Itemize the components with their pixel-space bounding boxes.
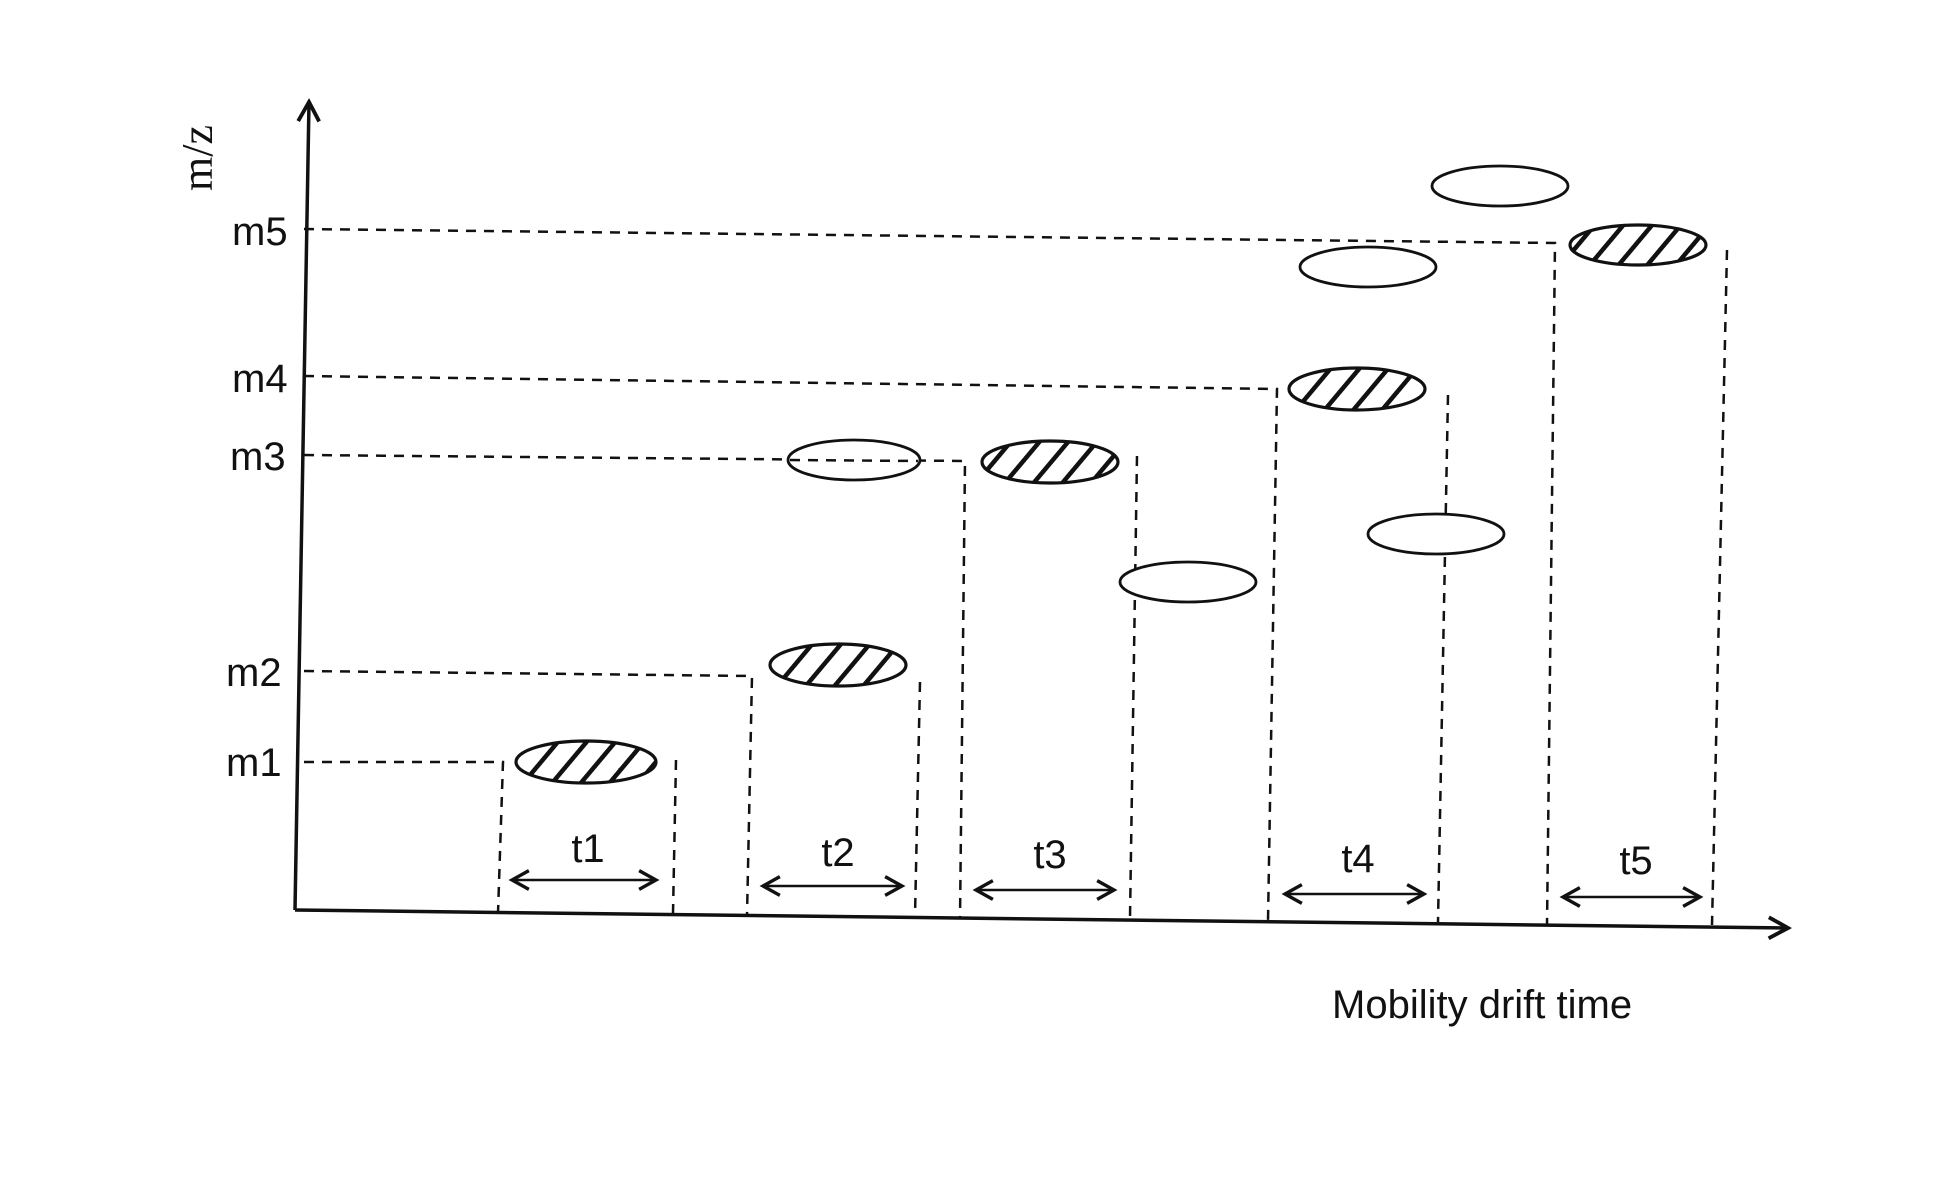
y-axis <box>295 102 309 910</box>
window-arrows <box>512 880 1700 897</box>
window-label-t5: t5 <box>1619 839 1652 883</box>
window-edge-t3 <box>1130 456 1137 918</box>
mz-label-m1: m1 <box>226 741 282 785</box>
ion-selected-m3 <box>982 441 1118 483</box>
ion-other-4 <box>1120 562 1256 602</box>
window-label-t4: t4 <box>1341 837 1374 881</box>
mz-label-m2: m2 <box>226 651 282 695</box>
x-axis <box>295 910 1788 928</box>
guide-m5 <box>304 229 1555 925</box>
mz-label-m5: m5 <box>232 210 288 254</box>
ion-selected-m4 <box>1289 368 1425 410</box>
mz-guide-lines <box>304 229 1555 925</box>
ion-other-5 <box>1368 514 1504 554</box>
ion-selected-m1 <box>516 741 656 783</box>
guide-m3 <box>304 455 965 918</box>
x-axis-title: Mobility drift time <box>1332 983 1632 1027</box>
ion-other-2 <box>1300 247 1436 287</box>
window-label-t2: t2 <box>821 831 854 875</box>
ion-selected-m5 <box>1570 225 1706 265</box>
ion-other-1 <box>1432 166 1568 206</box>
window-edge-t5 <box>1712 250 1727 925</box>
window-label-t3: t3 <box>1033 833 1066 877</box>
window-edge-t4 <box>1438 395 1448 922</box>
window-label-t1: t1 <box>571 827 604 871</box>
ion-selected-m2 <box>770 644 906 686</box>
selected-ions <box>516 225 1706 783</box>
window-edge-t2 <box>915 682 920 916</box>
mz-label-m3: m3 <box>230 435 286 479</box>
mz-label-m4: m4 <box>232 357 288 401</box>
window-edge-t1 <box>673 760 676 913</box>
y-axis-title: m/z <box>173 125 222 191</box>
guide-m1 <box>304 762 503 913</box>
